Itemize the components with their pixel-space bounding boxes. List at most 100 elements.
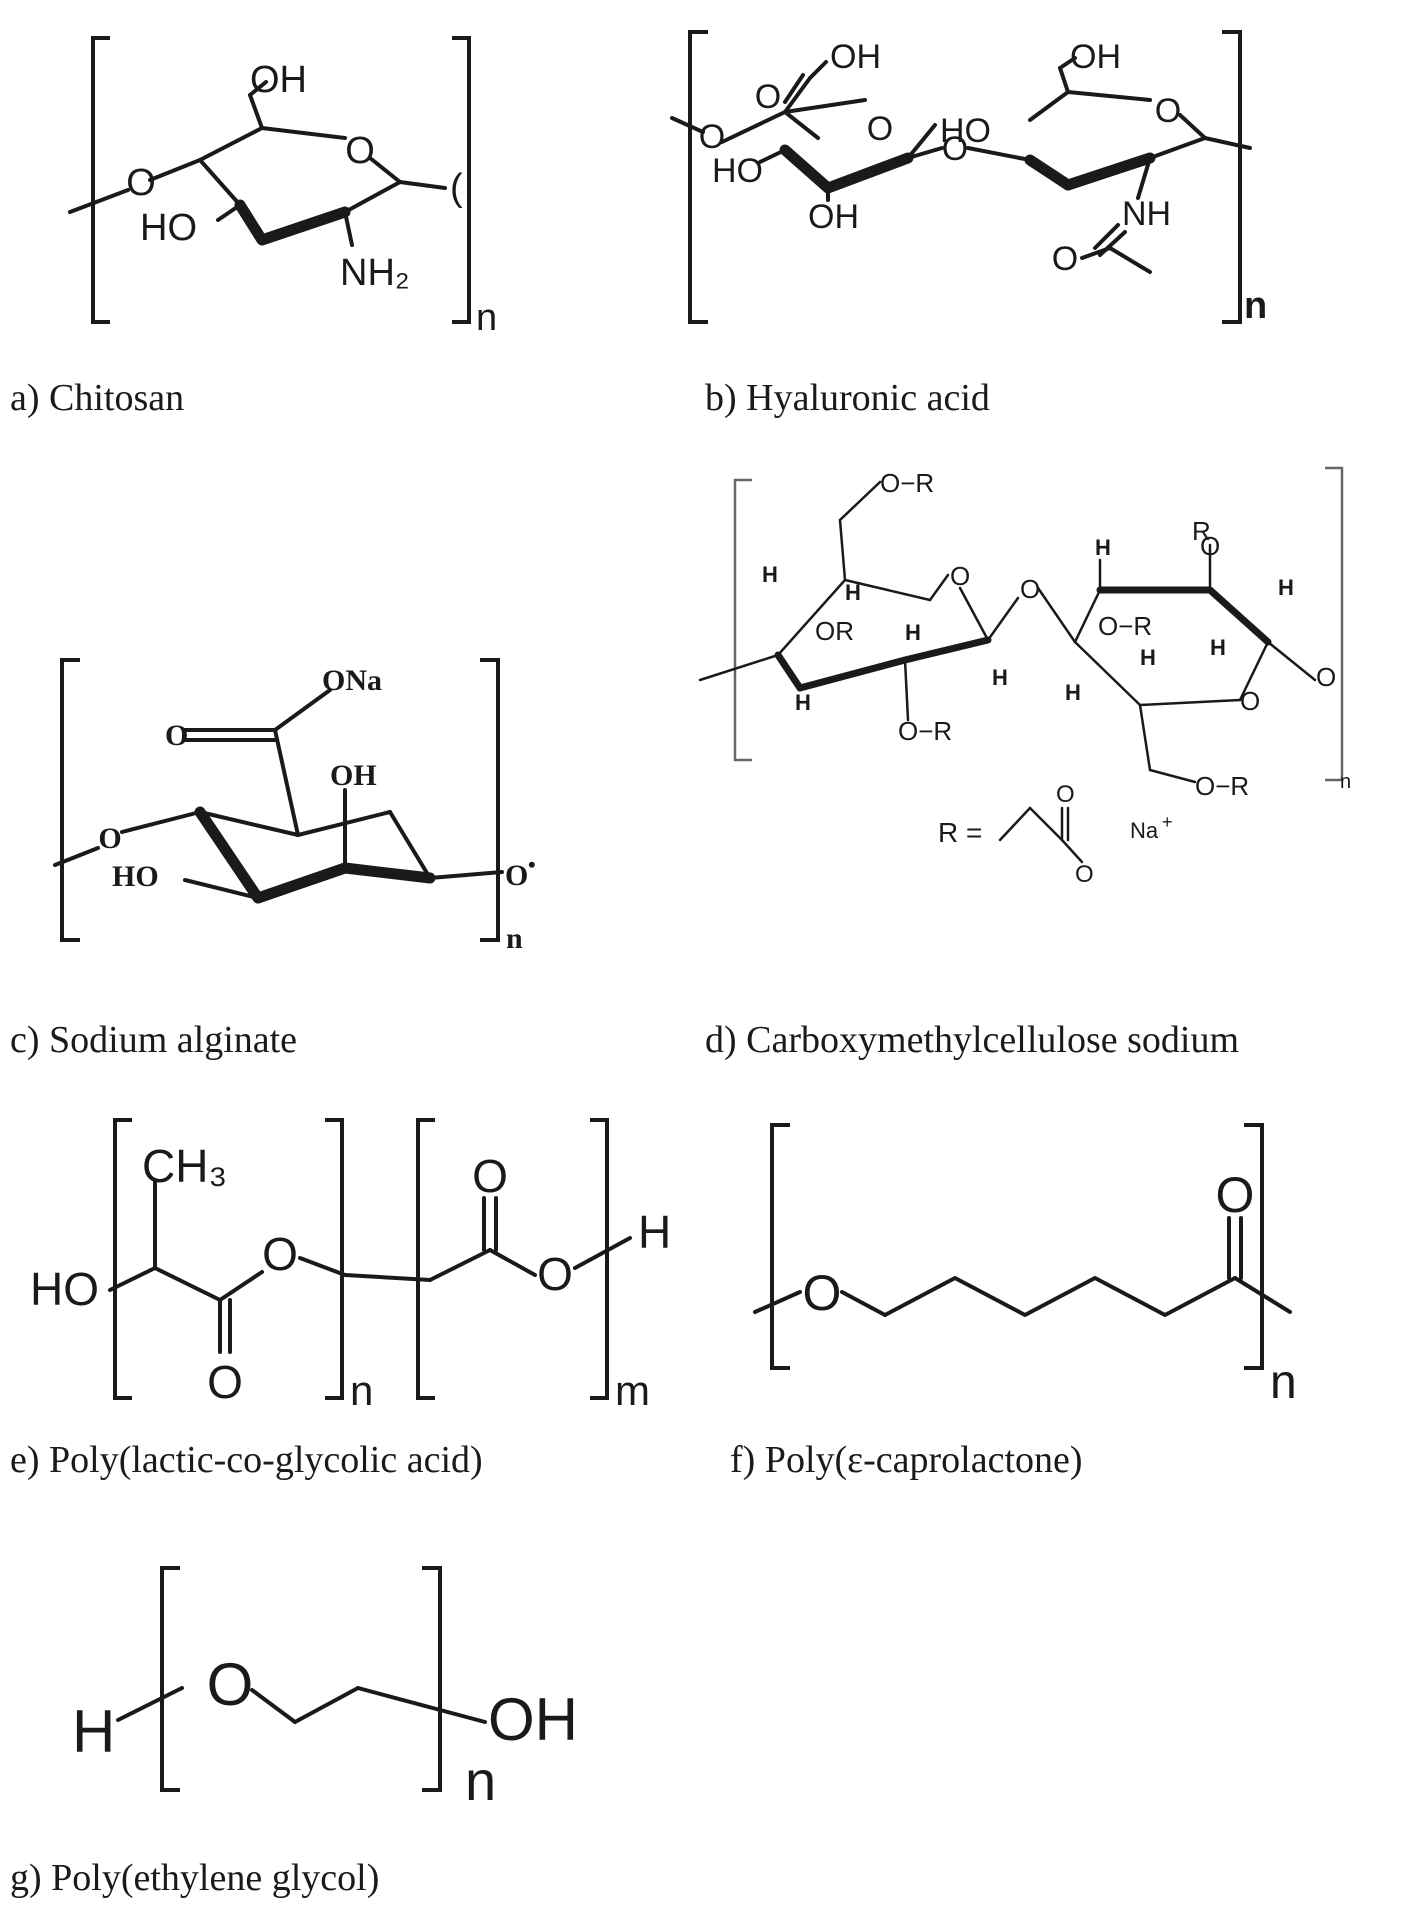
ha-ho2: HO	[940, 112, 991, 150]
bracket-left	[733, 478, 752, 762]
ha-o-carbonyl: O	[755, 78, 781, 116]
cmc-end-o: O	[1316, 662, 1336, 692]
plga-o-c1: O	[207, 1356, 243, 1408]
plga-structure: CH₃ HO O O O O H n m	[30, 1118, 671, 1414]
caption-hyaluronic-acid: b) Hyaluronic acid	[705, 377, 990, 419]
cmc-h-8: H	[1278, 575, 1294, 600]
cmc-r: R	[1192, 516, 1211, 546]
cmc-r-o-carbonyl: O	[1056, 781, 1075, 808]
cmc-h-6: H	[1095, 535, 1111, 560]
plga-o1: O	[262, 1228, 298, 1280]
alginate-ho: HO	[112, 860, 159, 893]
cmc-ring-o2: O	[1240, 686, 1260, 716]
cmc-link-o: O	[1020, 574, 1040, 604]
alginate-ona: ONa	[322, 664, 382, 697]
alginate-end-dot: •	[528, 852, 536, 877]
cmc-h-9: H	[1065, 680, 1081, 705]
bracket-left	[91, 36, 110, 324]
cmc-ring-o1: O	[950, 561, 970, 591]
ha-oh2: OH	[1070, 38, 1121, 76]
peg-n: n	[465, 1749, 496, 1812]
cmc-na: Na	[1130, 818, 1159, 843]
ha-ho1: HO	[712, 152, 763, 190]
cmc-h-1: H	[762, 562, 778, 587]
caption-chitosan: a) Chitosan	[10, 377, 184, 419]
plga-ho: HO	[30, 1263, 99, 1315]
pcl-o-carbonyl: O	[1216, 1167, 1255, 1223]
ha-n: n	[1244, 285, 1267, 327]
chitosan-nh2: NH₂	[340, 252, 410, 294]
chitosan-ring-o: O	[345, 130, 375, 172]
cmc-h-7: H	[1210, 635, 1226, 660]
bracket-left-n	[113, 1118, 132, 1400]
peg-o: O	[207, 1651, 254, 1718]
ha-oh-acid: OH	[830, 38, 881, 76]
bracket-right-m	[590, 1118, 609, 1400]
chitosan-n: n	[476, 297, 497, 339]
ha-start-o: O	[699, 118, 725, 156]
ha-ring-o2: O	[1155, 92, 1181, 130]
pcl-o-ring: O	[803, 1265, 842, 1321]
chitosan-end-fragment: (	[450, 167, 463, 209]
bracket-right-n	[325, 1118, 344, 1400]
cmc-o-top2: O	[1200, 531, 1220, 561]
caption-sodium-alginate: c) Sodium alginate	[10, 1019, 297, 1061]
plga-ch3: CH₃	[142, 1140, 227, 1192]
alginate-n: n	[506, 922, 523, 955]
cmc-h-2: H	[845, 580, 861, 605]
cmc-structure: O−R O O R O OR O−R O−R O O O−R H H H H H…	[698, 466, 1351, 888]
cmc-r-o-anion: O	[1075, 861, 1094, 888]
hyaluronic-acid-structure: OH O O O HO OH O HO OH O NH O n	[670, 30, 1267, 327]
bracket-right	[480, 658, 500, 942]
bracket-left	[770, 1123, 790, 1370]
bracket-right	[1244, 1123, 1264, 1370]
ha-ring-o1: O	[867, 110, 893, 148]
plga-n: n	[350, 1367, 373, 1414]
peg-h: H	[72, 1698, 115, 1765]
caption-pcl: f) Poly(ε-caprolactone)	[730, 1439, 1083, 1481]
cmc-n: n	[1340, 771, 1351, 793]
bracket-left	[688, 30, 708, 324]
alginate-oh: OH	[330, 759, 377, 792]
caption-carboxymethylcellulose-sodium: d) Carboxymethylcellulose sodium	[705, 1019, 1239, 1061]
cmc-r-definition: R =	[938, 817, 982, 848]
caption-peg: g) Poly(ethylene glycol)	[10, 1857, 379, 1899]
ha-link-o: O	[942, 130, 968, 168]
bracket-right	[422, 1566, 442, 1792]
alginate-o-carbonyl: O	[165, 719, 188, 752]
peg-structure: H O OH n	[72, 1566, 578, 1812]
ha-oh1: OH	[808, 198, 859, 236]
bracket-left	[160, 1566, 180, 1792]
cmc-h-3: H	[905, 620, 921, 645]
cmc-h-10: H	[1140, 645, 1156, 670]
pcl-structure: O O n	[753, 1123, 1297, 1409]
cmc-na-charge: +	[1162, 812, 1173, 832]
alginate-link-o: O	[98, 822, 121, 855]
bracket-right	[1222, 30, 1242, 324]
alginate-end-o: O	[505, 859, 528, 892]
cmc-or1: OR	[815, 616, 854, 646]
chitosan-structure: OH O O HO NH₂ ( n	[68, 36, 497, 339]
sodium-alginate-structure: ONa O OH O HO O • n	[53, 658, 536, 955]
cmc-or-top: O−R	[880, 468, 934, 498]
plga-m: m	[615, 1367, 650, 1414]
chitosan-oh: OH	[250, 59, 307, 101]
cmc-or2: O−R	[1098, 611, 1152, 641]
chitosan-ho: HO	[140, 207, 197, 249]
cmc-h-4: H	[795, 690, 811, 715]
bracket-right	[452, 36, 471, 324]
plga-o-c2: O	[472, 1150, 508, 1202]
peg-oh: OH	[488, 1686, 578, 1753]
ha-nh: NH	[1122, 195, 1171, 233]
plga-h: H	[638, 1206, 671, 1258]
cmc-or3: O−R	[898, 716, 952, 746]
cmc-or-bottom: O−R	[1195, 771, 1249, 801]
chitosan-link-o: O	[126, 162, 156, 204]
ha-o-amide: O	[1052, 240, 1078, 278]
caption-plga: e) Poly(lactic-co-glycolic acid)	[10, 1439, 483, 1481]
pcl-n: n	[1270, 1356, 1297, 1409]
bracket-left	[60, 658, 80, 942]
bracket-right	[1325, 466, 1344, 782]
bracket-left-m	[416, 1118, 435, 1400]
